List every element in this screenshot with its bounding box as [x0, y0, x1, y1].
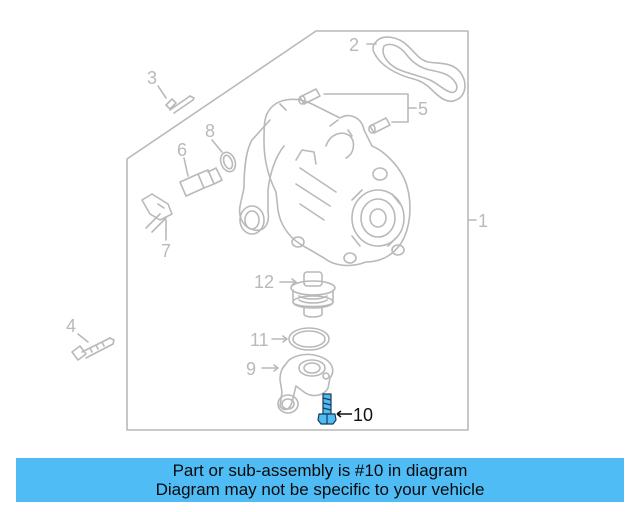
callout-7: 7	[161, 241, 171, 261]
bolt-part-4	[71, 333, 115, 361]
water-pump-housing-part-1	[238, 98, 477, 267]
o-ring-part-8	[211, 139, 237, 173]
callout-3: 3	[147, 68, 157, 88]
part-info-banner: Part or sub-assembly is #10 in diagram D…	[16, 458, 624, 502]
sensor-part-6	[179, 157, 223, 197]
banner-part-line: Part or sub-assembly is #10 in diagram	[172, 461, 468, 480]
callout-11: 11	[250, 330, 269, 350]
callout-9: 9	[246, 359, 256, 379]
o-ring-part-11	[271, 327, 330, 351]
callout-12: 12	[254, 272, 274, 292]
bolt-part-10[interactable]	[317, 393, 352, 425]
thermostat-part-12	[279, 271, 336, 318]
callout-8: 8	[205, 121, 215, 141]
bolt-part-3	[157, 85, 195, 114]
callout-10: 10	[353, 405, 373, 425]
banner-disclaimer-line: Diagram may not be specific to your vehi…	[155, 480, 485, 499]
coolant-flange-part-9	[261, 353, 334, 414]
assembly-frame	[126, 30, 469, 431]
dowel-pins-part-5	[298, 88, 417, 134]
callout-6: 6	[177, 140, 187, 160]
gasket-part-2	[366, 36, 466, 103]
callout-4: 4	[66, 316, 76, 336]
callout-1: 1	[478, 211, 488, 231]
callout-5: 5	[418, 99, 428, 119]
bracket-part-7	[141, 193, 173, 241]
callout-2: 2	[349, 35, 359, 55]
